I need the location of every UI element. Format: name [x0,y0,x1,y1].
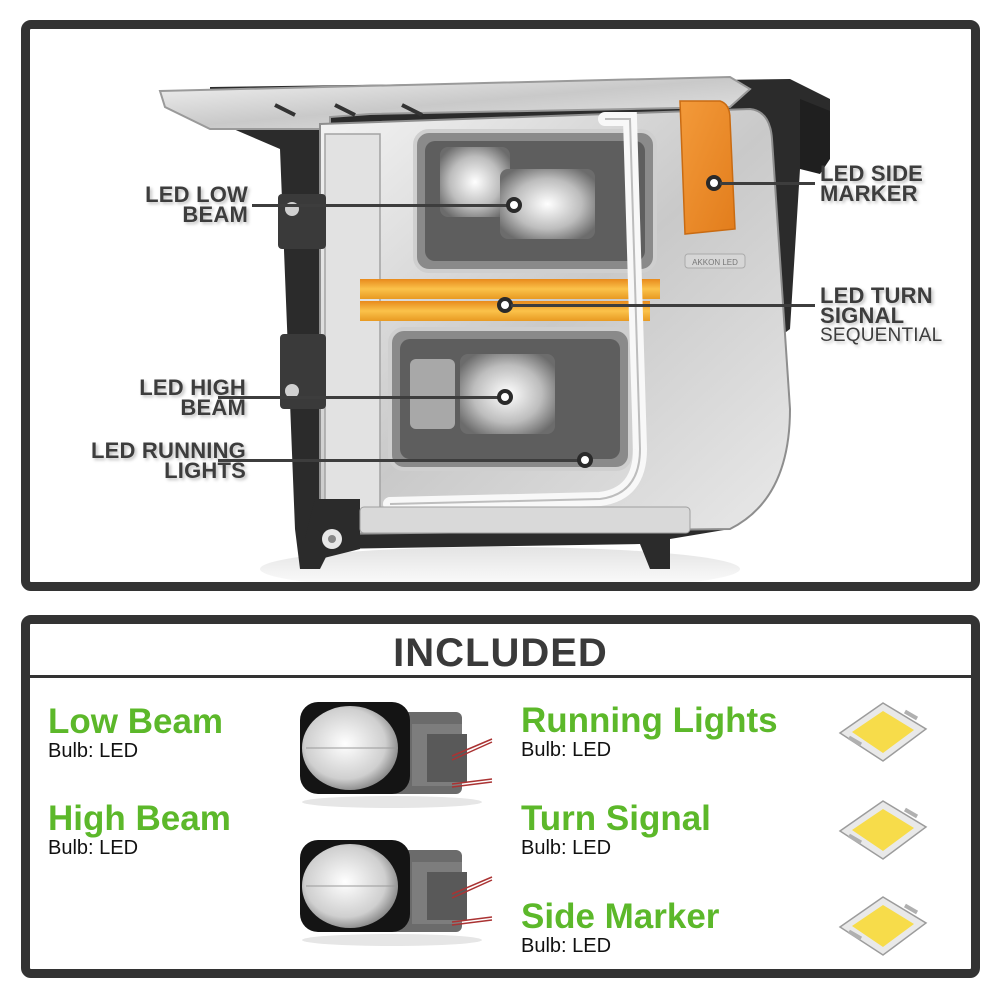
akkon-badge: AKKON LED [692,258,738,267]
callout-turn-signal: LED TURN SIGNAL SEQUENTIAL [820,283,970,346]
feature-side-marker: Side Marker Bulb: LED [521,897,720,958]
feature-name: High Beam [48,799,231,838]
callout-side-marker-line2: MARKER [820,181,918,206]
feature-low-beam: Low Beam Bulb: LED [48,702,224,763]
led-chip-icon [838,702,928,762]
callout-turn-signal-line2: SIGNAL [820,303,905,328]
callout-low-beam: LED LOW BEAM [118,182,248,227]
included-header: INCLUDED [30,624,971,678]
running-lights-marker-dot [577,452,593,468]
feature-bulb: Bulb: LED [48,740,139,762]
feature-bulb: Bulb: LED [521,739,612,761]
callout-high-beam-line2: BEAM [180,395,246,420]
callout-side-marker: LED SIDE MARKER [820,161,960,206]
feature-bulb: Bulb: LED [521,935,612,957]
feature-name: Turn Signal [521,799,711,838]
side-marker-leader-line [720,182,815,185]
feature-name: Running Lights [521,701,778,740]
callout-running-lights-line1: LED RUNNING [91,438,246,463]
led-projector-icon [300,702,493,808]
callout-high-beam: LED HIGH BEAM [96,375,246,420]
callout-low-beam-line2: BEAM [182,202,248,227]
callout-turn-signal-line1: LED TURN [820,283,933,308]
low-beam-leader-line [252,204,512,207]
included-title: INCLUDED [393,631,608,675]
callout-side-marker-line1: LED SIDE [820,161,924,186]
high-beam-marker-dot [497,389,513,405]
led-projector-icon [300,840,493,946]
feature-bulb: Bulb: LED [521,837,612,859]
feature-bulb: Bulb: LED [48,837,139,859]
callout-running-lights-line2: LIGHTS [164,458,246,483]
turn-signal-leader-line [511,304,815,307]
low-beam-marker-dot [506,197,522,213]
callout-running-lights: LED RUNNING LIGHTS [44,438,246,483]
led-chip-icon [838,800,928,860]
included-panel: INCLUDED Low Beam Bulb: LED High Beam Bu… [21,615,980,978]
high-beam-leader-line [218,396,503,399]
led-chip-icon [838,896,928,956]
feature-turn-signal: Turn Signal Bulb: LED [521,799,711,860]
callout-low-beam-line1: LED LOW [145,182,248,207]
headlight-diagram-panel: AKKON LED LED LOW BEAM LED HIGH BEAM LED… [21,20,980,591]
feature-name: Low Beam [48,702,224,741]
feature-name: Side Marker [521,897,720,936]
feature-high-beam: High Beam Bulb: LED [48,799,231,860]
callout-high-beam-line1: LED HIGH [139,375,246,400]
running-lights-leader-line [218,459,583,462]
feature-running-lights: Running Lights Bulb: LED [521,701,778,762]
callout-turn-signal-sub: SEQUENTIAL [820,325,943,346]
